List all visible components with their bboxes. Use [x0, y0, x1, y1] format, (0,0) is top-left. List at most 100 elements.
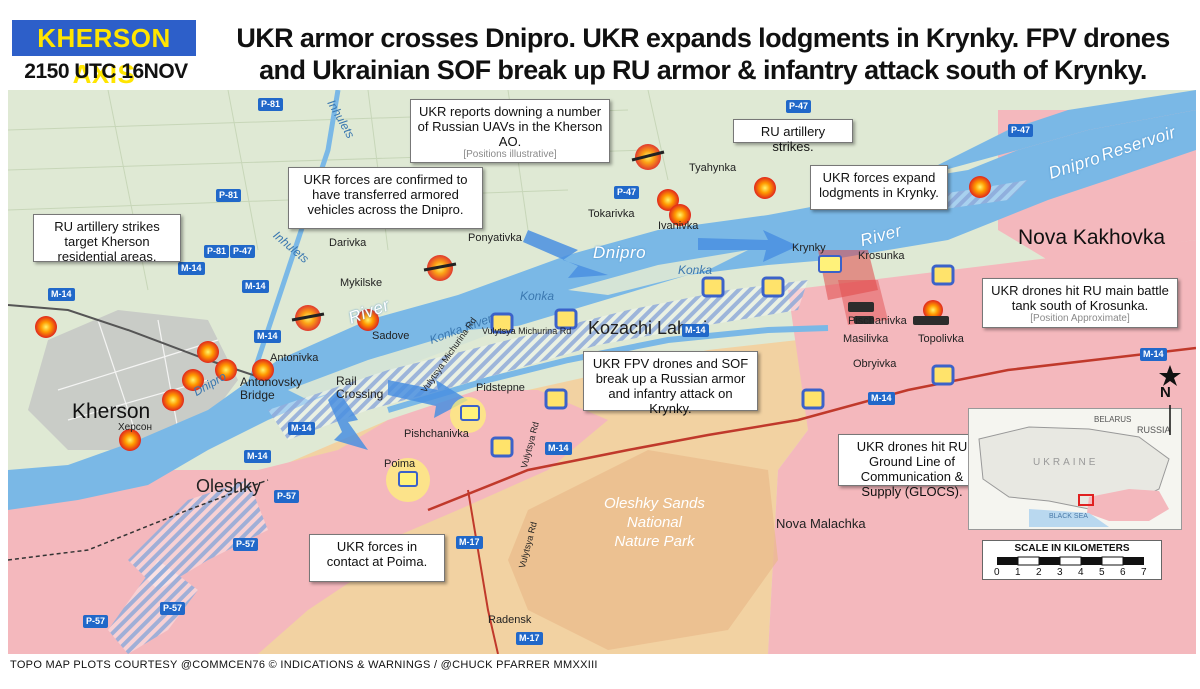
callout-ru-artillery-kherson[interactable]: RU artillery strikes target Kherson resi… [33, 214, 181, 264]
label-rail-crossing: Rail Crossing [336, 374, 384, 401]
railway [8, 479, 269, 561]
scale-tick: 1 [1015, 567, 1021, 578]
town-tyahynka: Tyahynka [689, 162, 737, 174]
town-kherson-cyrillic: Херсон [118, 422, 152, 433]
label-konka-east: Konka [678, 263, 713, 277]
callout-fpv-sof[interactable]: UKR FPV drones and SOF break up a Russia… [583, 351, 758, 416]
road-shield: M-14 [1140, 348, 1167, 361]
town-ponyativka: Ponyativka [468, 232, 522, 244]
callout-armor-crossing[interactable]: UKR forces are confirmed to have transfe… [288, 167, 483, 229]
town-poima: Poima [384, 458, 416, 470]
inset-label-belarus: BELARUS [1094, 415, 1132, 424]
dnipro-river [8, 110, 1196, 510]
tank-icon [854, 316, 874, 324]
header: KHERSON AXIS 2150 UTC 16NOV UKR armor cr… [0, 0, 1200, 90]
scale-tick: 2 [1036, 567, 1042, 578]
callout-glocs[interactable]: UKR drones hit RU Ground Line of Communi… [838, 434, 986, 499]
town-nova-kakhovka: Nova Kakhovka [1018, 226, 1166, 249]
town-obryivka: Obryivka [853, 358, 897, 370]
explosion-icon [162, 389, 184, 411]
scale-tick: 3 [1057, 567, 1063, 578]
town-krosunka: Krosunka [858, 250, 905, 262]
drone-icon [931, 264, 955, 286]
infantry-icon [398, 471, 418, 487]
explosion-icon [669, 204, 691, 226]
road-shield: M-14 [254, 330, 281, 343]
footer: TOPO MAP PLOTS COURTESY @COMMCEN76 © IND… [0, 654, 1200, 689]
road-shield: P-47 [230, 245, 256, 258]
explosion-icon [252, 359, 274, 381]
road-shield: P-57 [83, 615, 109, 628]
drone-icon [701, 276, 725, 298]
tank-icon [848, 302, 874, 312]
kherson-urban [28, 310, 238, 450]
road-shield: P-57 [274, 490, 300, 503]
town-krynky: Krynky [792, 242, 826, 254]
drone-icon [554, 308, 578, 330]
explosion-icon [357, 309, 379, 331]
label-antonovsky-bridge: Antonovsky Bridge [240, 375, 303, 402]
scale-graphic [997, 556, 1144, 566]
town-sadove: Sadove [372, 330, 410, 342]
drone-icon [931, 364, 955, 386]
callout-uav-note: [Positions illustrative] [463, 149, 557, 160]
callout-tank-note: [Position Approximate] [1030, 313, 1130, 324]
road-shield: P-81 [216, 189, 242, 202]
explosion-icon [182, 369, 204, 391]
town-antonivka: Antonivka [270, 352, 319, 364]
arrow-rail [328, 390, 368, 450]
explosion-icon [119, 429, 141, 451]
arrow-michurina [388, 380, 468, 418]
north-arrow-icon [1159, 365, 1181, 435]
north-label: N [1160, 384, 1171, 401]
callout-tank-text: UKR drones hit RU main battle tank south… [991, 283, 1169, 313]
callout-ru-artillery-top[interactable]: RU artillery strikes. [733, 119, 853, 154]
road-shield: P-57 [233, 538, 259, 551]
flood-hatch-main [268, 280, 808, 440]
label-dnipro-mid: Dnipro [593, 243, 647, 262]
delta-island-1 [288, 325, 528, 400]
callout-poima-contact[interactable]: UKR forces in contact at Poima. [309, 534, 445, 582]
scale-tick: 7 [1141, 567, 1147, 578]
explosion-icon [215, 359, 237, 381]
m17-road [467, 489, 499, 654]
town-nova-malachka: Nova Malachka [776, 516, 866, 531]
road-shield: M-14 [178, 262, 205, 275]
town-pidstepne: Pidstepne [476, 382, 525, 394]
infantry-icon [818, 255, 842, 273]
callout-uav-text: UKR reports downing a number of Russian … [417, 104, 603, 149]
explosion-icon [754, 177, 776, 199]
headline: UKR armor crosses Dnipro. UKR expands lo… [208, 22, 1198, 86]
road-shield: M-14 [244, 450, 271, 463]
scale-title: SCALE IN KILOMETERS [1014, 543, 1130, 554]
arrow-ivanivka [698, 230, 798, 262]
road-shield: M-14 [242, 280, 269, 293]
footer-credit: TOPO MAP PLOTS COURTESY @COMMCEN76 © IND… [10, 659, 598, 671]
callout-uav-downing[interactable]: UKR reports downing a number of Russian … [410, 99, 610, 163]
callout-ru-tank-hit[interactable]: UKR drones hit RU main battle tank south… [982, 278, 1178, 328]
drone-icon [490, 312, 514, 334]
scale-tick: 4 [1078, 567, 1084, 578]
label-konka-west: Konka [520, 289, 555, 303]
drone-strike-markers [490, 264, 955, 458]
uav-icon [423, 262, 457, 272]
callout-krynky-lodgments[interactable]: UKR forces expand lodgments in Krynky. [810, 165, 948, 210]
town-masilivka: Masilivka [843, 333, 889, 345]
konka-river [387, 325, 829, 413]
inset-label-russia: RUSSIA [1137, 425, 1171, 435]
road-shield: M-17 [516, 632, 543, 645]
road-shield: P-47 [1008, 124, 1034, 137]
drone-icon [544, 388, 568, 410]
tank-icon [913, 316, 949, 325]
inset-black-sea [1029, 509, 1109, 527]
drone-icon [801, 388, 825, 410]
uav-markers [291, 144, 665, 331]
town-mykilske: Mykilske [340, 277, 383, 289]
road-shield: M-14 [868, 392, 895, 405]
uav-icon [631, 150, 665, 162]
road-shield: M-14 [288, 422, 315, 435]
road-shield: P-47 [614, 186, 640, 199]
scale-tick: 6 [1120, 567, 1126, 578]
drone-icon [490, 436, 514, 458]
explosion-icon [969, 176, 991, 198]
